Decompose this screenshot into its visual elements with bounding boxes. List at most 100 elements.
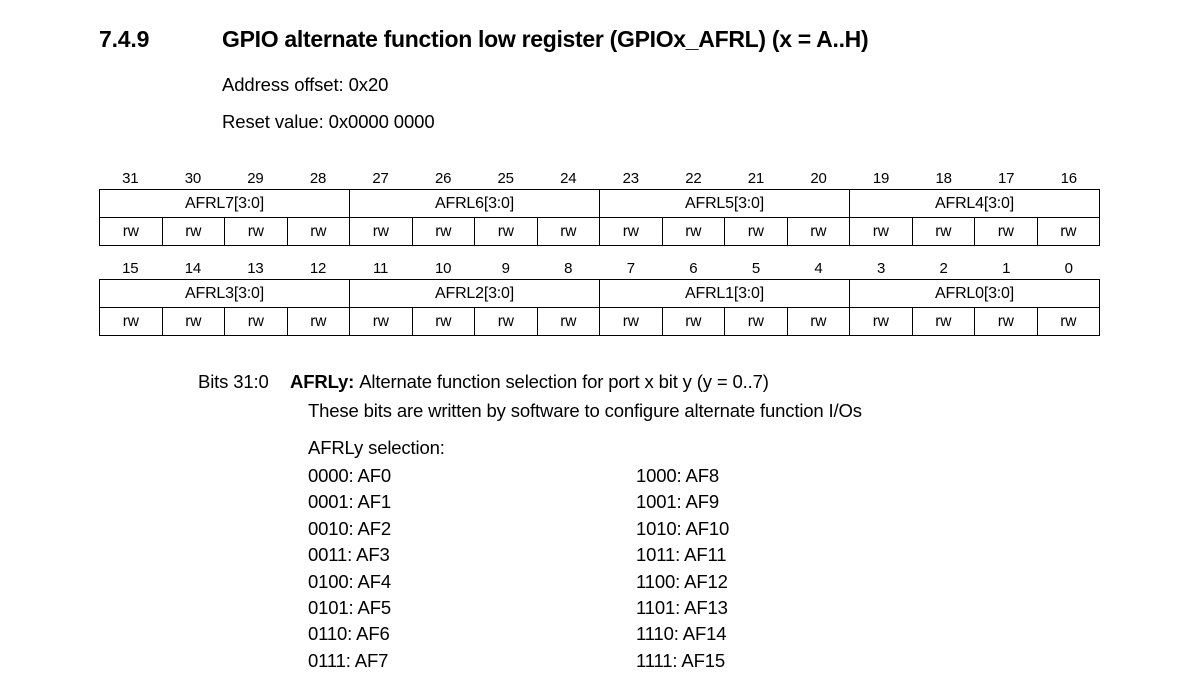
field-cell-afrl530: AFRL5[3:0]	[599, 189, 850, 218]
access-cell-bit-5: rw	[724, 307, 788, 336]
field-cell-afrl330: AFRL3[3:0]	[99, 279, 350, 308]
bit-number-27: 27	[372, 170, 389, 187]
access-cell-bit-20: rw	[786, 217, 850, 246]
selection-item: 1100: AF12	[636, 570, 728, 592]
bit-number-11: 11	[372, 260, 389, 277]
address-offset-line: Address offset: 0x20	[222, 74, 389, 95]
bit-number-15: 15	[122, 260, 139, 277]
selection-item: 0001: AF1	[308, 491, 391, 513]
access-cell-bit-13: rw	[224, 307, 288, 336]
register-table-low: AFRL3[3:0]AFRL2[3:0]AFRL1[3:0]AFRL0[3:0]…	[99, 279, 1100, 336]
access-cell-bit-15: rw	[99, 307, 163, 336]
access-cell-bit-26: rw	[411, 217, 475, 246]
selection-item: 0000: AF0	[308, 465, 391, 486]
access-cell-bit-25: rw	[474, 217, 538, 246]
bit-number-3: 3	[876, 260, 886, 277]
section-number: 7.4.9	[99, 26, 150, 52]
bit-number-9: 9	[501, 260, 510, 277]
access-cell-bit-28: rw	[286, 217, 350, 246]
access-cell-bit-24: rw	[536, 217, 600, 246]
access-cell-bit-11: rw	[349, 307, 413, 336]
bit-number-16: 16	[1060, 170, 1077, 187]
bits-field-text: Alternate function selection for port x …	[359, 371, 769, 392]
bit-number-2: 2	[939, 260, 948, 277]
bit-number-26: 26	[434, 170, 452, 187]
access-cell-bit-18: rw	[911, 217, 975, 246]
access-cell-bit-19: rw	[849, 217, 913, 246]
bit-number-22: 22	[685, 170, 702, 187]
access-cell-bit-14: rw	[161, 307, 225, 336]
bit-number-21: 21	[747, 170, 765, 187]
bits-description: Bits 31:0 AFRLy: Alternate function selec…	[198, 371, 769, 393]
access-cell-bit-27: rw	[349, 217, 413, 246]
selection-item: 1011: AF11	[636, 544, 727, 566]
bit-number-4: 4	[814, 260, 823, 277]
selection-item: 0101: AF5	[308, 596, 391, 618]
field-row-low: AFRL3[3:0]AFRL2[3:0]AFRL1[3:0]AFRL0[3:0]	[99, 279, 1100, 308]
field-cell-afrl230: AFRL2[3:0]	[349, 279, 600, 308]
selection-item: 0100: AF4	[308, 570, 391, 592]
bits-range: Bits 31:0	[198, 371, 269, 392]
selection-item: 1000: AF8	[636, 465, 719, 486]
register-table-high: AFRL7[3:0]AFRL6[3:0]AFRL5[3:0]AFRL4[3:0]…	[99, 189, 1100, 246]
bit-number-25: 25	[497, 170, 514, 187]
access-cell-bit-0: rw	[1036, 307, 1100, 336]
page-title: GPIO alternate function low register (GP…	[222, 26, 869, 52]
access-cell-bit-17: rw	[974, 217, 1038, 246]
access-cell-bit-9: rw	[474, 307, 538, 336]
access-cell-bit-30: rw	[161, 217, 225, 246]
field-row-high: AFRL7[3:0]AFRL6[3:0]AFRL5[3:0]AFRL4[3:0]	[99, 189, 1100, 218]
access-cell-bit-10: rw	[411, 307, 475, 336]
access-cell-bit-1: rw	[974, 307, 1038, 336]
bit-number-29: 29	[247, 170, 264, 187]
access-cell-bit-22: rw	[661, 217, 725, 246]
access-cell-bit-31: rw	[99, 217, 163, 246]
selection-item: 1001: AF9	[636, 491, 719, 513]
bit-number-12: 12	[309, 260, 327, 277]
bit-number-8: 8	[564, 260, 573, 277]
access-cell-bit-8: rw	[536, 307, 600, 336]
access-cell-bit-2: rw	[911, 307, 975, 336]
bit-number-6: 6	[689, 260, 698, 277]
field-cell-afrl130: AFRL1[3:0]	[599, 279, 850, 308]
access-cell-bit-3: rw	[849, 307, 913, 336]
bit-number-31: 31	[122, 170, 139, 187]
access-cell-bit-12: rw	[286, 307, 350, 336]
access-cell-bit-6: rw	[661, 307, 725, 336]
bit-number-1: 1	[1002, 260, 1011, 277]
bit-number-10: 10	[434, 260, 452, 277]
selection-item: 0111: AF7	[308, 649, 389, 671]
access-cell-bit-23: rw	[599, 217, 663, 246]
bit-number-18: 18	[935, 170, 952, 187]
field-cell-afrl430: AFRL4[3:0]	[849, 189, 1100, 218]
bit-number-0: 0	[1064, 260, 1073, 277]
reset-value-line: Reset value: 0x0000 0000	[222, 111, 435, 132]
bit-number-23: 23	[622, 170, 639, 187]
bit-number-17: 17	[998, 170, 1015, 187]
bits-field-name: AFRLy:	[290, 371, 355, 392]
access-cell-bit-21: rw	[724, 217, 788, 246]
section-heading: 7.4.9 GPIO alternate function low regist…	[99, 26, 1109, 53]
bit-number-14: 14	[184, 260, 201, 277]
access-cell-bit-29: rw	[224, 217, 288, 246]
bit-number-5: 5	[751, 260, 760, 277]
selection-item: 1101: AF13	[636, 596, 728, 618]
bit-number-30: 30	[184, 170, 201, 187]
bit-number-20: 20	[810, 170, 827, 187]
access-cell-bit-4: rw	[786, 307, 850, 336]
bit-number-19: 19	[872, 170, 890, 187]
access-cell-bit-7: rw	[599, 307, 663, 336]
selection-item: 0110: AF6	[308, 623, 390, 645]
selection-item: 1111: AF15	[636, 649, 726, 671]
field-cell-afrl030: AFRL0[3:0]	[849, 279, 1100, 308]
selection-item: 0011: AF3	[308, 544, 390, 566]
bit-number-24: 24	[560, 170, 577, 187]
